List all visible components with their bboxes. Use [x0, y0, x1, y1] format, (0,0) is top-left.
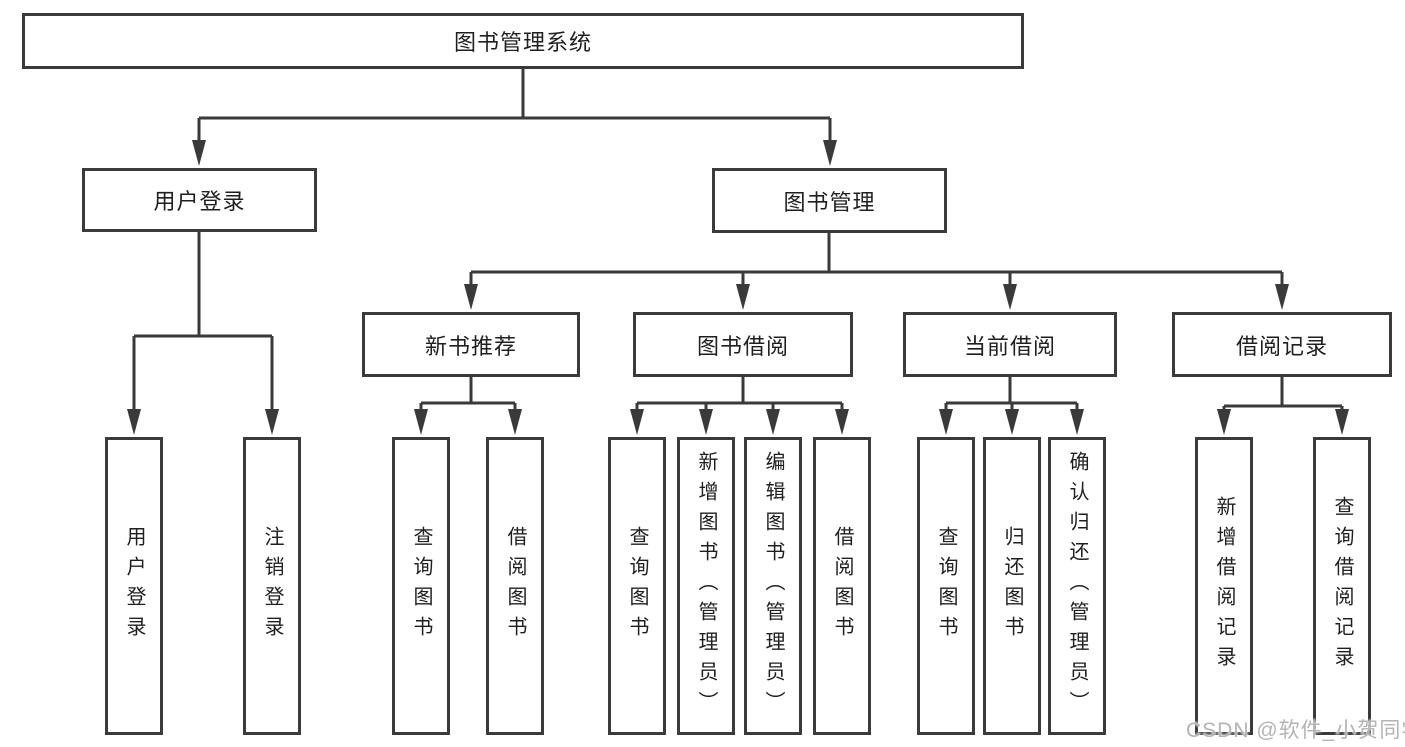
node-label: 查询图书 — [626, 526, 648, 646]
node-label: 当前借阅 — [963, 333, 1056, 359]
node-leaf-query-books-current: 查询图书 — [917, 437, 975, 735]
node-leaf-confirm-return-admin: 确认归还（管理员） — [1048, 437, 1106, 735]
arrowhead-icon — [736, 284, 750, 310]
node-label: 图书借阅 — [696, 333, 789, 359]
arrowhead-icon — [1335, 409, 1349, 435]
arrowhead-icon — [630, 409, 644, 435]
arrowhead-icon — [699, 409, 713, 435]
node-label: 归还图书 — [1001, 526, 1023, 646]
node-leaf-borrow-books-recommend: 借阅图书 — [486, 437, 544, 735]
arrowhead-icon — [192, 140, 206, 166]
node-label: 图书管理 — [783, 189, 876, 215]
node-label: 查询图书 — [935, 526, 957, 646]
arrowhead-icon — [939, 409, 953, 435]
node-label: 编辑图书（管理员） — [762, 451, 784, 721]
arrowhead-icon — [127, 409, 141, 435]
node-label: 新增图书（管理员） — [695, 451, 717, 721]
node-leaf-edit-books-admin: 编辑图书（管理员） — [744, 437, 802, 735]
arrowhead-icon — [823, 140, 837, 166]
node-user-login-module: 用户登录 — [82, 168, 317, 232]
node-leaf-add-borrow-record: 新增借阅记录 — [1195, 437, 1253, 735]
node-leaf-return-books: 归还图书 — [983, 437, 1041, 735]
csdn-watermark: CSDN @软件_小贺同学 — [1186, 719, 1405, 742]
arrowhead-icon — [1275, 284, 1289, 310]
node-label: 借阅记录 — [1235, 333, 1328, 359]
node-new-book-recommendation: 新书推荐 — [362, 312, 580, 377]
node-leaf-logout: 注销登录 — [243, 437, 301, 735]
arrowhead-icon — [1070, 409, 1084, 435]
node-label: 图书管理系统 — [453, 30, 592, 55]
connector-path — [132, 69, 1344, 412]
node-leaf-add-books-admin: 新增图书（管理员） — [677, 437, 735, 735]
node-leaf-borrow-books: 借阅图书 — [813, 437, 871, 735]
node-current-borrowing: 当前借阅 — [903, 312, 1117, 377]
node-borrowing-records: 借阅记录 — [1172, 312, 1392, 377]
arrowhead-icon — [464, 284, 478, 310]
arrowhead-icon — [508, 409, 522, 435]
node-leaf-user-login: 用户登录 — [105, 437, 163, 735]
node-leaf-query-borrow-record: 查询借阅记录 — [1313, 437, 1371, 735]
node-label: 查询图书 — [410, 526, 432, 646]
arrowhead-icon — [1005, 409, 1019, 435]
node-label: 注销登录 — [261, 526, 283, 646]
node-library-management-system: 图书管理系统 — [22, 13, 1024, 69]
arrowhead-icon — [265, 409, 279, 435]
node-label: 借阅图书 — [831, 526, 853, 646]
node-label: 用户登录 — [123, 526, 145, 646]
node-label: 借阅图书 — [504, 526, 526, 646]
arrowheads — [127, 140, 1349, 435]
arrowhead-icon — [835, 409, 849, 435]
node-label: 新书推荐 — [424, 333, 517, 359]
arrowhead-icon — [766, 409, 780, 435]
node-book-borrowing: 图书借阅 — [633, 312, 853, 377]
node-leaf-query-books-borrowing: 查询图书 — [608, 437, 666, 735]
arrowhead-icon — [1003, 284, 1017, 310]
arrowhead-icon — [1217, 409, 1231, 435]
node-label: 确认归还（管理员） — [1066, 451, 1088, 721]
node-label: 查询借阅记录 — [1331, 496, 1353, 676]
node-label: 新增借阅记录 — [1213, 496, 1235, 676]
node-book-management-module: 图书管理 — [712, 168, 947, 233]
node-label: 用户登录 — [153, 189, 246, 214]
arrowhead-icon — [414, 409, 428, 435]
node-leaf-query-books-recommend: 查询图书 — [392, 437, 450, 735]
